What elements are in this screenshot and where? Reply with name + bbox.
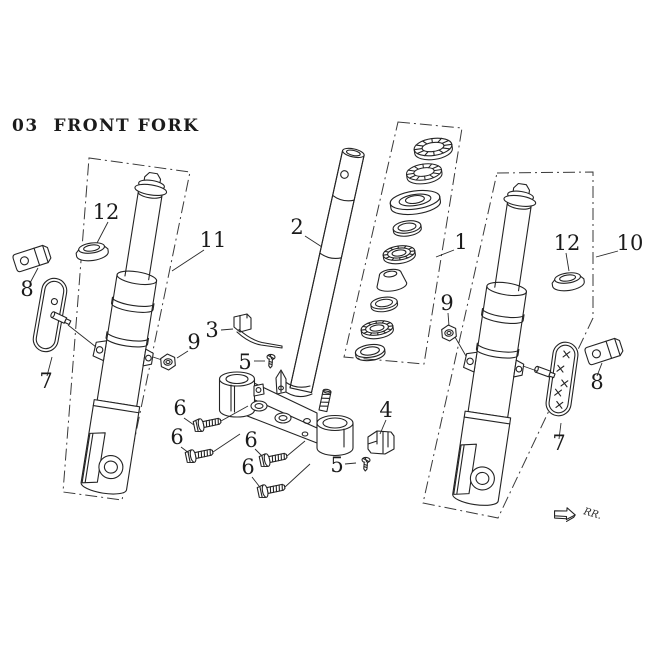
clamp-right: [583, 336, 625, 366]
dust-seal-right: [550, 270, 586, 294]
part-label-6-4: 6: [241, 455, 254, 479]
bearing-stack-box: [343, 121, 463, 365]
left-fork-assembly-box: [62, 157, 191, 501]
part-label-1: 1: [454, 230, 467, 254]
part-label-8-right: 8: [590, 370, 603, 394]
part-label-7-right: 7: [552, 431, 565, 455]
label-leader-lines: [29, 221, 619, 487]
screw-top: [265, 353, 276, 369]
bolt-leader-4: [284, 463, 311, 488]
rr-direction-arrow-icon: [553, 507, 576, 522]
flange-bolt-4: [256, 480, 287, 500]
right-fork-leg: [443, 178, 551, 510]
steering-stem: [289, 147, 365, 394]
clamp-left: [11, 243, 53, 273]
ball-bearing-lower: [359, 318, 395, 342]
flange-bolt-2: [184, 445, 215, 465]
part-label-6-1: 6: [173, 396, 186, 420]
bolt-leader-1: [220, 405, 249, 422]
part-label-2: 2: [290, 215, 303, 239]
part-label-7-left: 7: [39, 369, 52, 393]
part-label-8-left: 8: [20, 277, 33, 301]
bolt-leader-3: [286, 440, 306, 457]
bearing-cone-race: [374, 266, 409, 294]
part-label-3: 3: [205, 318, 218, 342]
part-label-9-right: 9: [440, 291, 453, 315]
pin-leader-right: [522, 365, 538, 372]
reflector-right: [545, 341, 579, 417]
steering-slotted-nut-upper: [412, 135, 455, 163]
part-label-9-left: 9: [187, 330, 200, 354]
flange-bolt-3: [258, 449, 289, 469]
page-title: 03 FRONT FORK: [12, 116, 199, 136]
steering-bearing-stack: [353, 135, 455, 363]
lower-triple-clamp: [218, 369, 354, 457]
pin-leader-left: [67, 324, 97, 348]
cable-bracket: [233, 313, 283, 349]
bearing-race-middle: [369, 294, 399, 314]
left-fork-leg: [71, 167, 182, 499]
rr-direction-label: RR.: [581, 506, 603, 522]
part-label-11: 11: [200, 228, 227, 252]
part-label-6-3: 6: [244, 428, 257, 452]
part-label-10: 10: [617, 231, 644, 255]
bolt-leader-2: [212, 433, 241, 453]
bearing-race-upper: [391, 218, 423, 239]
nut-left: [159, 352, 177, 372]
part-label-4: 4: [379, 398, 392, 422]
steering-slotted-nut-lower: [404, 161, 444, 187]
dust-seal-left: [74, 240, 110, 264]
part-label-5-bottom: 5: [330, 453, 343, 477]
bearing-dust-cover: [388, 187, 443, 218]
part-label-12-right: 12: [554, 231, 581, 255]
right-fork-assembly-box: [422, 171, 594, 519]
reflector-left: [32, 277, 68, 353]
part-label-12-left: 12: [93, 200, 120, 224]
part-label-5-top: 5: [238, 350, 251, 374]
screw-bottom: [360, 456, 371, 472]
clamp-holder: [367, 430, 395, 455]
flange-bolt-1: [192, 414, 223, 434]
part-label-6-2: 6: [170, 425, 183, 449]
nut-right: [440, 323, 458, 343]
ball-bearing-upper: [381, 243, 417, 267]
nut-leader-right: [454, 336, 467, 357]
